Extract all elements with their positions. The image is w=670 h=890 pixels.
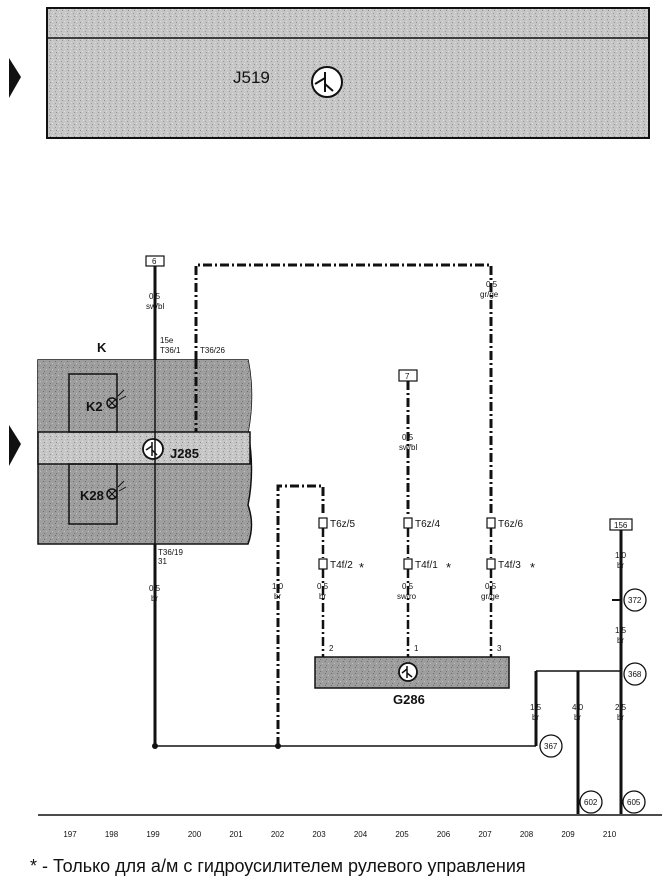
ref-372: 372 xyxy=(628,596,642,605)
conn-t4f-2: T4f/2 xyxy=(330,560,353,571)
wire-208-color: br xyxy=(532,713,539,722)
wire-210-mid-size: 1,5 xyxy=(615,626,627,635)
can-bus-wire xyxy=(194,263,493,516)
k28-lamp-icon xyxy=(106,480,127,500)
conn-t4f-3: T4f/3 xyxy=(498,560,521,571)
conn-t6z-5: T6z/5 xyxy=(330,519,355,530)
pin-2: 2 xyxy=(329,644,334,653)
wire-205-top-color: sw/bl xyxy=(399,443,417,452)
wire-199-top-size: 0,5 xyxy=(149,292,161,301)
conn-t36-19: T36/19 xyxy=(158,548,183,557)
grid-number: 200 xyxy=(188,830,202,839)
grid-number: 208 xyxy=(520,830,534,839)
wire-202-size: 1,0 xyxy=(272,582,284,591)
continuation-arrow-icon xyxy=(9,58,21,98)
wire-207-top-color: gr/ge xyxy=(480,290,499,299)
g286-label: G286 xyxy=(393,692,425,707)
wire-210-bot-size: 2,5 xyxy=(615,703,627,712)
j285-symbol-icon xyxy=(142,438,164,460)
wire-202-color: br xyxy=(274,592,281,601)
g286-module xyxy=(314,656,510,689)
wire-210-top-color: br xyxy=(617,561,624,570)
wire-210-top-size: 1,0 xyxy=(615,551,627,560)
wire-203-size: 0,5 xyxy=(317,582,329,591)
pin-15e: 15e xyxy=(160,336,174,345)
grid-numbers: 197 198 199 200 201 202 203 204 205 206 207 208 209 2… xyxy=(63,830,616,839)
j285-label: J285 xyxy=(170,446,199,461)
pin-1: 1 xyxy=(414,644,419,653)
grid-number: 199 xyxy=(146,830,160,839)
wire-208-size: 1,5 xyxy=(530,703,542,712)
conn-t6z-6: T6z/6 xyxy=(498,519,523,530)
ref-602: 602 xyxy=(584,798,598,807)
conn-t36-1: T36/1 xyxy=(160,346,181,355)
footnote: * - Только для а/м с гидроусилителем рул… xyxy=(30,856,526,876)
continuation-arrow-icon xyxy=(9,425,21,466)
grid-number: 202 xyxy=(271,830,285,839)
conn-t36-26: T36/26 xyxy=(200,346,225,355)
wire-199-bot-color: br xyxy=(151,594,158,603)
grid-number: 206 xyxy=(437,830,451,839)
grid-number: 198 xyxy=(105,830,119,839)
j519-label: J519 xyxy=(233,68,270,87)
ref-367: 367 xyxy=(544,742,558,751)
wire-207-top-size: 0,5 xyxy=(486,280,498,289)
ref-156: 156 xyxy=(614,521,628,530)
k2-label: K2 xyxy=(86,399,103,414)
ref-7: 7 xyxy=(405,372,410,381)
grid-number: 209 xyxy=(561,830,575,839)
wire-203-color: br xyxy=(319,592,326,601)
wire-199-bot-size: 0,5 xyxy=(149,584,161,593)
grid-number: 207 xyxy=(478,830,492,839)
asterisk-2: * xyxy=(446,560,451,575)
pin-3: 3 xyxy=(497,644,502,653)
wire-205-bot-size: 0,5 xyxy=(402,582,414,591)
ref-6: 6 xyxy=(152,257,157,266)
wire-202-203 xyxy=(276,484,325,746)
grid-number: 205 xyxy=(395,830,409,839)
wire-210-mid-color: br xyxy=(617,636,624,645)
grid-number: 210 xyxy=(603,830,617,839)
k28-label: K28 xyxy=(80,488,104,503)
wire-205-top-size: 0,5 xyxy=(402,433,414,442)
wire-209-color: br xyxy=(574,713,581,722)
asterisk-3: * xyxy=(530,560,535,575)
wire-210-bot-color: br xyxy=(617,713,624,722)
j519-module: J519 xyxy=(46,7,650,139)
conn-t4f-1: T4f/1 xyxy=(415,560,438,571)
k-label: K xyxy=(97,340,107,355)
grid-number: 197 xyxy=(63,830,77,839)
grid-number: 204 xyxy=(354,830,368,839)
grid-number: 201 xyxy=(229,830,243,839)
ref-box-156 xyxy=(609,518,633,531)
asterisk-1: * xyxy=(359,560,364,575)
wire-205-bot-color: sw/ro xyxy=(397,592,417,601)
grid-number: 203 xyxy=(312,830,326,839)
wire-207-bot-size: 0,5 xyxy=(485,582,497,591)
ref-368: 368 xyxy=(628,670,642,679)
wire-199-top-color: sw/bl xyxy=(146,302,164,311)
wire-209-size: 4,0 xyxy=(572,703,584,712)
k2-lamp-icon xyxy=(106,389,127,409)
wire-207-bot-color: gr/ge xyxy=(481,592,500,601)
control-unit-symbol-icon xyxy=(311,66,343,98)
pin-31: 31 xyxy=(158,557,167,566)
ref-605: 605 xyxy=(627,798,641,807)
conn-t6z-4: T6z/4 xyxy=(415,519,440,530)
